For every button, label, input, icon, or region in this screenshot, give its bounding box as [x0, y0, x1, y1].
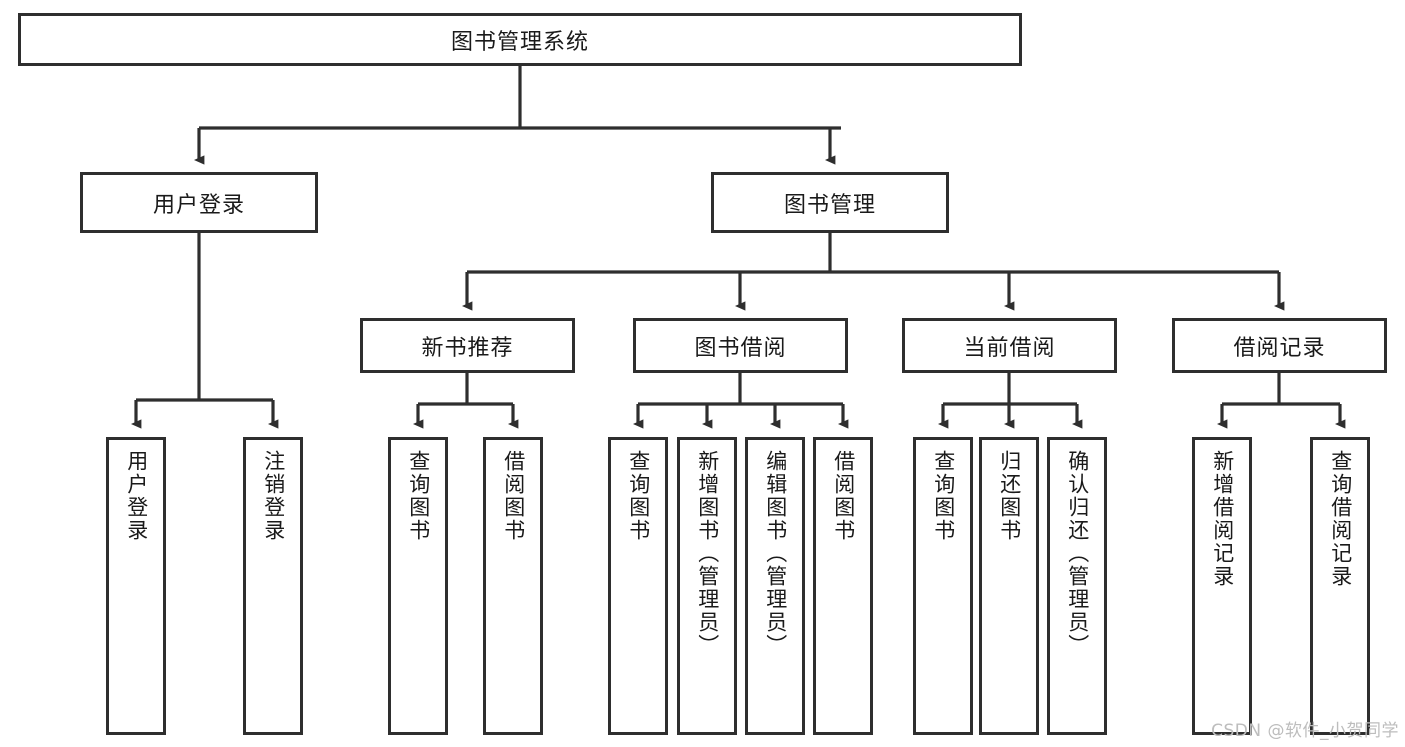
node-label: 查询图书 — [931, 450, 956, 542]
node-label: 借阅记录 — [1233, 335, 1326, 361]
leaf-logout[interactable]: 注销登录 — [243, 437, 303, 735]
leaf-edit-book-admin[interactable]: 编辑图书（管理员） — [745, 437, 805, 735]
node-new-book-recommend[interactable]: 新书推荐 — [360, 318, 575, 373]
node-label: 当前借阅 — [963, 335, 1056, 361]
node-label: 注销登录 — [261, 450, 286, 542]
node-label: 查询借阅记录 — [1328, 450, 1353, 588]
leaf-add-borrow-record[interactable]: 新增借阅记录 — [1192, 437, 1252, 735]
leaf-query-book-borrow[interactable]: 查询图书 — [608, 437, 668, 735]
node-label: 查询图书 — [626, 450, 651, 542]
node-book-management[interactable]: 图书管理 — [711, 172, 949, 233]
node-label: 新增图书（管理员） — [695, 450, 720, 657]
node-label: 借阅图书 — [501, 450, 526, 542]
leaf-confirm-return-admin[interactable]: 确认归还（管理员） — [1047, 437, 1107, 735]
leaf-user-login[interactable]: 用户登录 — [106, 437, 166, 735]
node-label: 归还图书 — [997, 450, 1022, 542]
leaf-add-book-admin[interactable]: 新增图书（管理员） — [677, 437, 737, 735]
node-label: 查询图书 — [406, 450, 431, 542]
node-user-login[interactable]: 用户登录 — [80, 172, 318, 233]
node-current-borrow[interactable]: 当前借阅 — [902, 318, 1117, 373]
node-label: 编辑图书（管理员） — [763, 450, 788, 657]
node-label: 用户登录 — [152, 192, 245, 218]
node-label: 图书管理系统 — [450, 29, 589, 55]
node-label: 确认归还（管理员） — [1065, 450, 1090, 657]
leaf-query-borrow-record[interactable]: 查询借阅记录 — [1310, 437, 1370, 735]
node-borrow-record[interactable]: 借阅记录 — [1172, 318, 1387, 373]
node-book-borrow[interactable]: 图书借阅 — [633, 318, 848, 373]
node-label: 新书推荐 — [421, 335, 514, 361]
node-label: 新增借阅记录 — [1210, 450, 1235, 588]
node-label: 图书管理 — [783, 192, 876, 218]
leaf-query-book-recommend[interactable]: 查询图书 — [388, 437, 448, 735]
leaf-borrow-book-recommend[interactable]: 借阅图书 — [483, 437, 543, 735]
leaf-query-book-current[interactable]: 查询图书 — [913, 437, 973, 735]
node-label: 图书借阅 — [694, 335, 787, 361]
node-label: 用户登录 — [124, 450, 149, 542]
node-label: 借阅图书 — [831, 450, 856, 542]
node-book-management-system[interactable]: 图书管理系统 — [18, 13, 1022, 66]
leaf-return-book[interactable]: 归还图书 — [979, 437, 1039, 735]
leaf-borrow-book[interactable]: 借阅图书 — [813, 437, 873, 735]
